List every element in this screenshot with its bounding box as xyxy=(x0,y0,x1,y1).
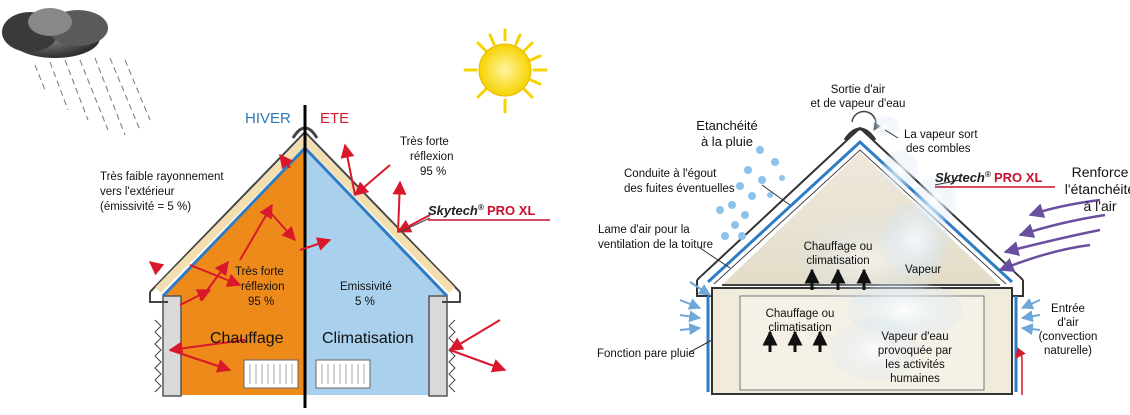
label-vapeur-eau-1: Vapeur d'eau xyxy=(881,331,948,343)
svg-text:PRO XL: PRO XL xyxy=(487,203,535,218)
rain-cloud-icon xyxy=(2,8,108,58)
label-sortie-1: Sortie d'air xyxy=(831,84,886,96)
label-forte-right-2: réflexion xyxy=(410,151,453,163)
label-chauffage: Chauffage xyxy=(210,330,284,347)
heat-arrows-attic xyxy=(804,268,872,290)
label-entree-1: Entrée xyxy=(1051,303,1085,315)
label-renforce-3: à l'air xyxy=(1083,198,1116,214)
ridge-vent xyxy=(843,127,877,141)
label-emissivite-2: 5 % xyxy=(355,296,375,308)
label-faible-2: vers l'extérieur xyxy=(100,186,175,198)
label-climatisation: Climatisation xyxy=(322,330,414,347)
svg-text:Skytech®: Skytech® xyxy=(935,170,991,185)
label-forte-left-1: Très forte xyxy=(235,266,284,278)
label-hiver: HIVER xyxy=(245,110,291,127)
label-entree-3: (convection xyxy=(1039,331,1098,343)
label-ete: ETE xyxy=(320,110,349,127)
label-vapeur-eau-3: les activités xyxy=(885,359,945,371)
right-house-diagram: Sortie d'air et de vapeur d'eau Etanchéi… xyxy=(597,84,1130,395)
label-forte-right-3: 95 % xyxy=(420,166,446,178)
brand-logo-left: Skytech® PRO XL xyxy=(428,203,550,221)
label-sortie-2: et de vapeur d'eau xyxy=(811,98,906,110)
label-chauffage-top-2: climatisation xyxy=(806,255,869,267)
label-renforce-1: Renforce xyxy=(1072,164,1129,180)
sun-icon xyxy=(463,28,548,114)
left-house-diagram: HIVER ETE Très faible rayonnement vers l… xyxy=(2,8,550,408)
radiator-winter-icon xyxy=(243,359,299,389)
label-lame-2: ventilation de la toiture xyxy=(598,239,713,251)
label-lame-1: Lame d'air pour la xyxy=(598,224,690,236)
label-faible-1: Très faible rayonnement xyxy=(100,171,224,183)
label-chauffage-bottom-1: Chauffage ou xyxy=(766,308,835,320)
label-entree-2: d'air xyxy=(1057,317,1079,329)
svg-text:PRO XL: PRO XL xyxy=(994,170,1042,185)
label-etancheite-1: Etanchéité xyxy=(696,118,757,133)
label-forte-left-3: 95 % xyxy=(248,296,274,308)
label-vapeur: Vapeur xyxy=(905,264,941,276)
label-vapeur-eau-2: provoquée par xyxy=(878,345,952,357)
svg-text:Skytech®: Skytech® xyxy=(428,203,484,218)
label-chauffage-top-1: Chauffage ou xyxy=(804,241,873,253)
label-pare-pluie: Fonction pare pluie xyxy=(597,348,695,360)
label-faible-3: (émissivité = 5 %) xyxy=(100,201,191,213)
rain-drops xyxy=(716,146,785,240)
label-vapeur-combles-2: des combles xyxy=(906,143,971,155)
label-forte-left-2: réflexion xyxy=(241,281,284,293)
label-vapeur-combles-1: La vapeur sort xyxy=(904,129,978,141)
convection-loop xyxy=(1015,347,1026,395)
radiator-summer-icon xyxy=(315,359,371,389)
label-entree-4: naturelle) xyxy=(1044,345,1092,357)
label-renforce-2: l'étanchéité xyxy=(1065,181,1130,197)
label-conduite-2: des fuites éventuelles xyxy=(624,183,735,195)
label-etancheite-2: à la pluie xyxy=(701,134,753,149)
label-chauffage-bottom-2: climatisation xyxy=(768,322,831,334)
radiation-arrows xyxy=(148,143,507,373)
heat-arrows-room xyxy=(762,330,828,352)
label-conduite-1: Conduite à l'égout xyxy=(624,168,717,180)
wind-arrows xyxy=(998,198,1106,272)
label-vapeur-eau-4: humaines xyxy=(890,373,940,385)
leader-lines xyxy=(689,129,961,353)
rain-streaks xyxy=(34,57,151,136)
label-forte-right-1: Très forte xyxy=(400,136,449,148)
summer-interior xyxy=(305,148,447,395)
label-emissivite-1: Emissivité xyxy=(340,281,392,293)
air-entry-arrows xyxy=(679,281,1041,336)
brand-logo-right: Skytech® PRO XL xyxy=(935,170,1055,188)
